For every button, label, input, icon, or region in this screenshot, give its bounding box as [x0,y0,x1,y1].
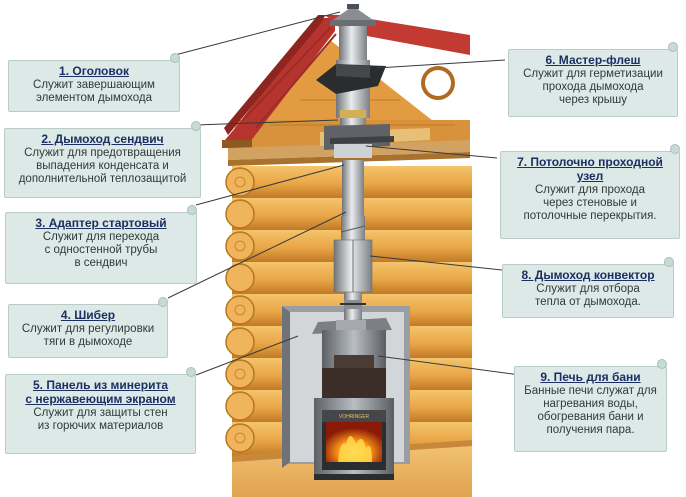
leader-line-7 [365,145,498,159]
callout-title: 2. Дымоход сендвич [41,132,164,146]
callout-sandwich-chimney: 2. Дымоход сендвич Служит для предотвращ… [4,128,201,198]
callout-title: 6. Мастер-флеш [545,53,641,67]
callout-description: Служит для прохода через стеновые и пото… [523,184,657,222]
callout-master-flash: 6. Мастер-флеш Служит для герметизации п… [508,49,678,117]
curl-decoration [158,297,168,307]
convector-chimney [333,239,373,293]
curl-decoration [191,121,201,131]
callout-description: Служит для регулировки тяги в дымоходе [21,323,155,348]
curl-decoration [170,53,180,63]
curl-decoration [657,359,667,369]
leader-line-3 [195,164,345,206]
callout-title: 1. Оголовок [59,64,129,78]
leader-line-2 [195,119,339,126]
curl-decoration [670,144,680,154]
callout-ceiling-pass-through: 7. Потолочно проходной узел Служит для п… [500,151,680,239]
curl-decoration [186,367,196,377]
callout-convector-chimney: 8. Дымоход конвектор Служит для отбора т… [502,264,674,318]
curl-decoration [668,42,678,52]
log-ends [225,167,255,453]
leader-line-9 [377,355,521,376]
chimney-cap [330,4,376,26]
attic-window [421,66,455,100]
leader-line-5 [195,335,299,376]
callout-title: 9. Печь для бани [540,370,641,384]
curl-decoration [187,205,197,215]
callout-description: Служит для герметизации прохода дымохода… [523,68,663,106]
master-flash [316,64,386,94]
callout-start-adapter: 3. Адаптер стартовый Служит для перехода… [5,212,197,284]
stove-brand-label: VOHRINGER [339,414,370,420]
callout-title: 4. Шибер [60,308,116,322]
sauna-stove: VOHRINGER [312,318,394,480]
callout-description: Служит завершающим элементом дымохода [33,79,155,104]
callout-title: 8. Дымоход конвектор [521,268,655,282]
callout-description: Служит для предотвращения выпадения конд… [18,147,187,185]
callout-damper: 4. Шибер Служит для регулировки тяги в д… [8,304,168,358]
curl-decoration [664,257,674,267]
callout-chimney-cap: 1. Оголовок Служит завершающим элементом… [8,60,180,112]
callout-description: Служит для отбора тепла от дымохода. [535,283,641,308]
callout-title: 3. Адаптер стартовый [35,216,167,230]
leader-lines [167,11,521,376]
callout-description: Служит для защиты стен из горючих матери… [33,407,168,432]
roof [222,15,470,148]
damper [340,300,366,309]
callout-minerite-panel: 5. Панель из минерита с нержавеющим экра… [5,374,196,454]
callout-title: 7. Потолочно проходной узел [517,155,663,183]
leader-line-4 [167,211,347,299]
leader-line-1 [174,11,341,56]
leader-line-8 [369,255,503,271]
callout-sauna-stove: 9. Печь для бани Банные печи служат для … [514,366,667,452]
ceiling-pass-through [324,110,394,158]
callout-title: 5. Панель из минерита с нержавеющим экра… [25,378,176,406]
callout-description: Служит для перехода с одностенной трубы … [42,231,160,269]
leader-line-6 [375,59,506,69]
callout-description: Банные печи служат для нагревания воды, … [524,385,657,436]
